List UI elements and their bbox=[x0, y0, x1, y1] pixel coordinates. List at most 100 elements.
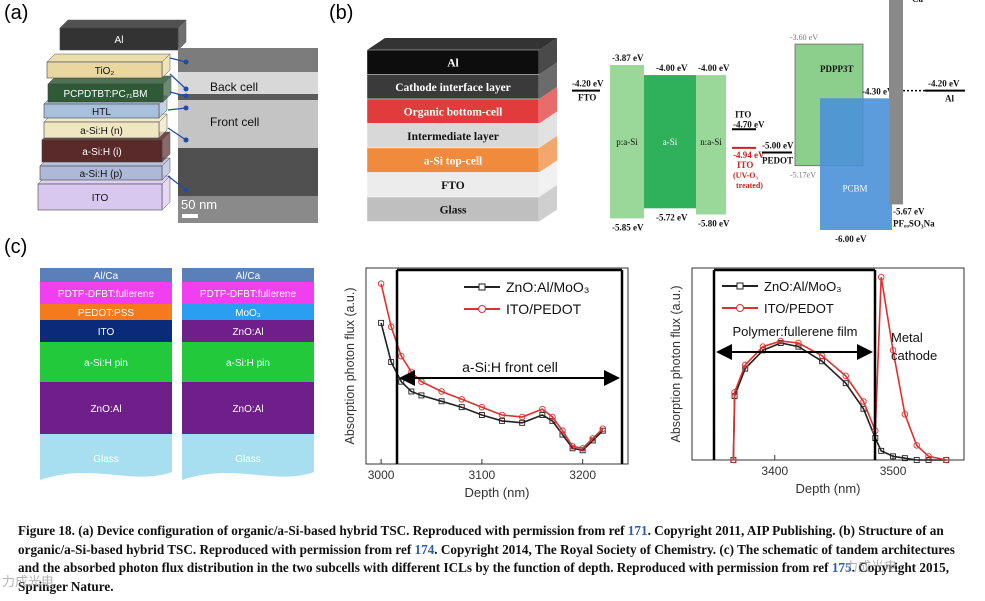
tem-front-cell-label: Front cell bbox=[210, 115, 259, 129]
stack-c-label: MoO₃ bbox=[235, 308, 261, 319]
energy-label: p:a-Si bbox=[616, 137, 638, 147]
energy-label: PCBM bbox=[842, 183, 867, 193]
stack-c-layer-1 bbox=[40, 282, 172, 304]
stack-c-layer-2 bbox=[40, 304, 172, 320]
data-point-circle bbox=[589, 435, 596, 442]
legend-marker bbox=[736, 304, 744, 312]
data-point-circle bbox=[860, 398, 867, 405]
stack-c-layer-3 bbox=[40, 320, 172, 342]
stack-b-layer-5 bbox=[366, 172, 540, 198]
tandem-stack-right: Al/CaPDTP-DFBT:fullereneMoO₃ZnO:Ala-Si:H… bbox=[182, 268, 314, 480]
data-point-square bbox=[878, 447, 885, 454]
watermark-right: 力成光电 bbox=[845, 560, 898, 575]
stack-c-layer-0 bbox=[182, 268, 314, 282]
stack-b-label: Cathode interface layer bbox=[395, 82, 511, 94]
data-point-square bbox=[925, 457, 932, 463]
leader-line bbox=[169, 57, 187, 63]
caption-ref-175[interactable]: 175 bbox=[831, 560, 852, 575]
caption-text-3: . Copyright 2014, The Royal Society of C… bbox=[18, 541, 955, 576]
energy-label: -4.30 eV bbox=[862, 86, 894, 96]
data-point-square bbox=[519, 419, 526, 426]
layer-a-top bbox=[46, 53, 171, 63]
energy-label: -5.85 eV bbox=[612, 222, 644, 232]
layer-a-label: HTL bbox=[92, 107, 111, 118]
caption-text-2: . Copyright 2011, AIP Publishing. (b) St… bbox=[18, 523, 944, 557]
caption-ref-171[interactable]: 171 bbox=[627, 523, 648, 538]
layer-a-7 bbox=[37, 183, 163, 211]
watermark-left: 力成光电 bbox=[2, 575, 55, 590]
data-point-circle bbox=[478, 403, 486, 411]
panel-c: Al/CaPDTP-DFBT:fullerenePEDOT:PSSITOa-Si… bbox=[40, 267, 965, 500]
stack-b-side bbox=[539, 38, 557, 75]
caption-text-1: Figure 18. (a) Device configuration of o… bbox=[18, 523, 628, 538]
scale-bar-label: 50 nm bbox=[181, 197, 217, 212]
layer-a-label: TiO₂ bbox=[95, 66, 115, 77]
stack-b-side bbox=[539, 185, 557, 222]
band-n-asi bbox=[696, 75, 726, 215]
stack-c-layer-4 bbox=[182, 342, 314, 382]
data-point-square bbox=[890, 453, 896, 460]
stack-b-label: Al bbox=[447, 57, 459, 69]
stack-c-layer-5 bbox=[182, 382, 314, 434]
stack-b-label: Intermediate layer bbox=[407, 131, 499, 143]
energy-label: Ca bbox=[912, 0, 923, 4]
data-point-circle bbox=[901, 411, 909, 418]
energy-label: -4.20 eV bbox=[572, 79, 604, 89]
band-p-asi bbox=[610, 65, 644, 219]
data-point-square bbox=[478, 412, 485, 418]
data-point-circle bbox=[731, 389, 738, 396]
leader-line bbox=[169, 91, 187, 97]
stack-c-label: ITO bbox=[98, 327, 115, 338]
panel-b-label: (b) bbox=[329, 2, 354, 24]
leader-dot bbox=[183, 59, 189, 65]
data-point-circle bbox=[842, 372, 849, 380]
panel-a-label: (a) bbox=[4, 2, 29, 24]
stack-c-label: PDTP-DFBT:fullerene bbox=[58, 289, 155, 300]
stack-c-label: ZnO:Al bbox=[232, 404, 263, 415]
stack-c-layer-5 bbox=[40, 382, 172, 434]
tandem-stack-left: Al/CaPDTP-DFBT:fullerenePEDOT:PSSITOa-Si… bbox=[40, 268, 172, 480]
energy-label: -5.17eV bbox=[790, 171, 816, 180]
leader-line bbox=[167, 175, 187, 191]
stack-c-layer-1 bbox=[182, 282, 314, 304]
stack-b-layer-4 bbox=[366, 147, 540, 173]
leader-lines bbox=[167, 57, 189, 193]
stack-c-label: PEDOT:PSS bbox=[78, 308, 134, 319]
data-point-circle bbox=[877, 273, 885, 281]
stack-c-label: Glass bbox=[93, 454, 119, 465]
data-point-circle bbox=[498, 411, 506, 419]
layer-a-label: a-Si:H (i) bbox=[82, 147, 121, 158]
caption-ref-174[interactable]: 174 bbox=[414, 541, 435, 557]
metal-annotation: Metal bbox=[891, 330, 923, 345]
data-point-square bbox=[842, 380, 849, 387]
x-tick-label: 3200 bbox=[569, 468, 596, 482]
energy-label: -5.67 eV bbox=[893, 206, 925, 216]
chart-frame bbox=[691, 267, 965, 461]
stack-b-layer-3 bbox=[366, 123, 540, 149]
polymer-annotation: Polymer:fullerene film bbox=[733, 324, 858, 339]
energy-label: -4.00 eV bbox=[656, 63, 688, 73]
data-point-circle bbox=[925, 453, 932, 460]
legend-marker bbox=[478, 283, 486, 291]
stack-b-side bbox=[539, 62, 557, 99]
legend-marker bbox=[736, 282, 744, 290]
data-point-square bbox=[378, 319, 385, 326]
layer-a-top bbox=[59, 19, 187, 29]
stack-b-side bbox=[539, 87, 557, 124]
tem-image: Back cell Front cell 50 nm bbox=[178, 48, 318, 223]
layer-a-label: ITO bbox=[92, 193, 109, 204]
caption-text-4: . Copyright 2015, Springer Nature. bbox=[18, 560, 950, 594]
x-tick-label: 3500 bbox=[880, 464, 907, 478]
energy-label: -5.80 eV bbox=[698, 219, 730, 229]
scale-bar bbox=[182, 214, 198, 218]
data-point-circle bbox=[777, 337, 784, 345]
leader-dot bbox=[183, 105, 189, 111]
data-point-square bbox=[418, 392, 425, 399]
energy-label: -5.00 eV bbox=[762, 141, 794, 151]
data-point-circle bbox=[387, 323, 395, 331]
layer-a-4 bbox=[43, 121, 160, 139]
